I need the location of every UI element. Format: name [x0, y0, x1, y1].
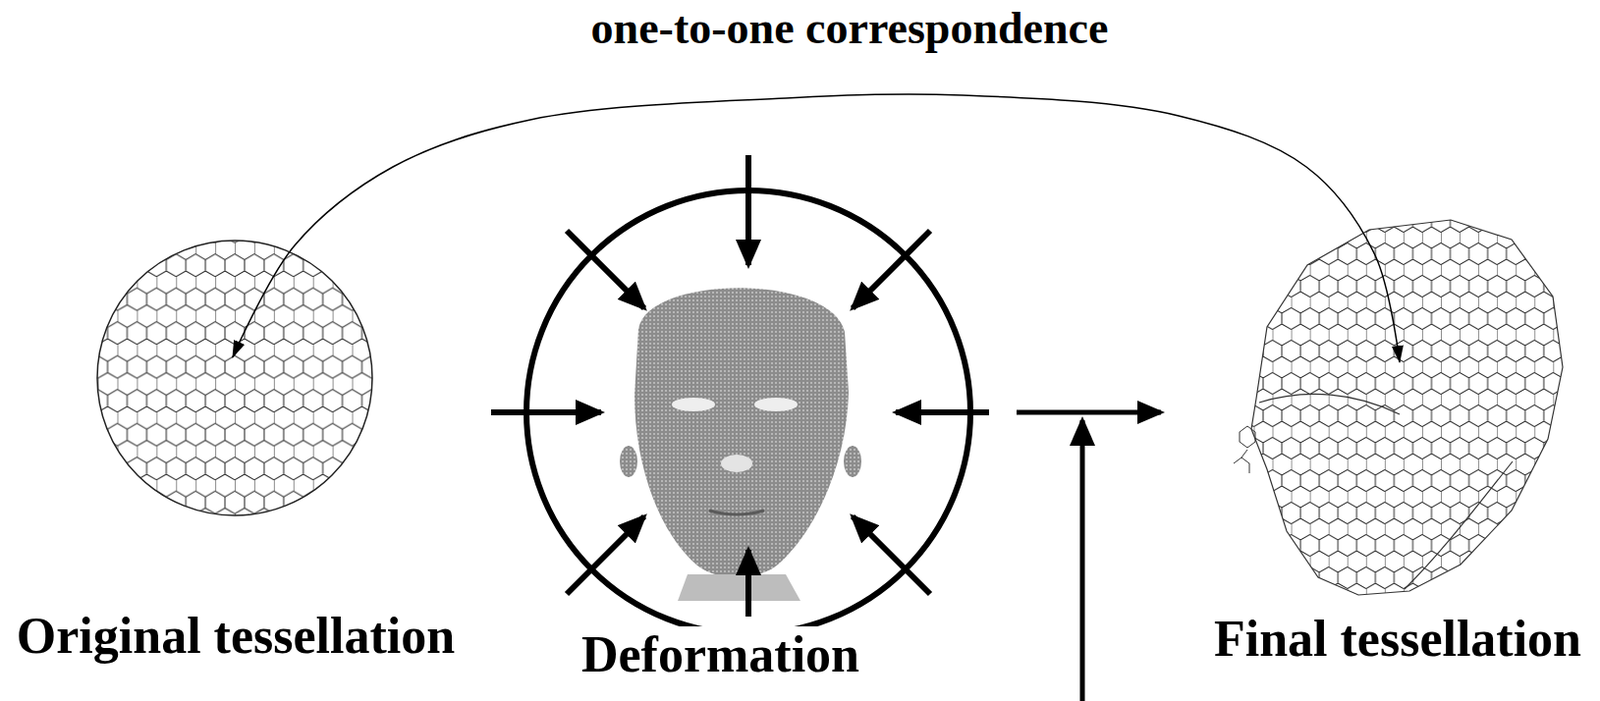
arrow [566, 516, 645, 595]
sphere-mesh [97, 240, 373, 516]
arrow [745, 550, 752, 617]
panel-caption: Deformation [577, 626, 864, 683]
face-mesh [1233, 220, 1563, 596]
hex-tessellation [97, 240, 373, 516]
eye [671, 397, 716, 412]
correspondence-curve [232, 94, 1400, 363]
arrow [852, 516, 931, 595]
ear [843, 445, 862, 478]
figure-panel: Original tessellation [6, 357, 465, 672]
arrow [745, 155, 752, 266]
mesh-fold [1259, 393, 1513, 590]
panel-caption: Original tessellation [12, 607, 459, 664]
figure-panel: Final tessellation [1160, 362, 1596, 675]
deformation-figure [491, 155, 990, 635]
mouth [709, 510, 765, 515]
figure-panel: Deformation [481, 186, 1017, 691]
arrow [491, 409, 602, 416]
compression-arrows [491, 155, 990, 617]
eye [754, 397, 798, 412]
panel-caption: Final tessellation [1210, 610, 1586, 667]
input-arrow [1080, 420, 1086, 701]
sphere-outline [97, 240, 373, 516]
nose [720, 454, 753, 473]
mesh-outline [1251, 220, 1563, 596]
arrow [895, 409, 990, 416]
neck [677, 574, 801, 602]
mesh-fragment [1233, 426, 1256, 474]
flow-arrow [1016, 410, 1161, 416]
face-scan [634, 287, 849, 578]
edge-label: one-to-one correspondence [585, 3, 1115, 55]
ear [619, 445, 638, 478]
arrow [852, 230, 931, 309]
arrow [566, 230, 645, 309]
